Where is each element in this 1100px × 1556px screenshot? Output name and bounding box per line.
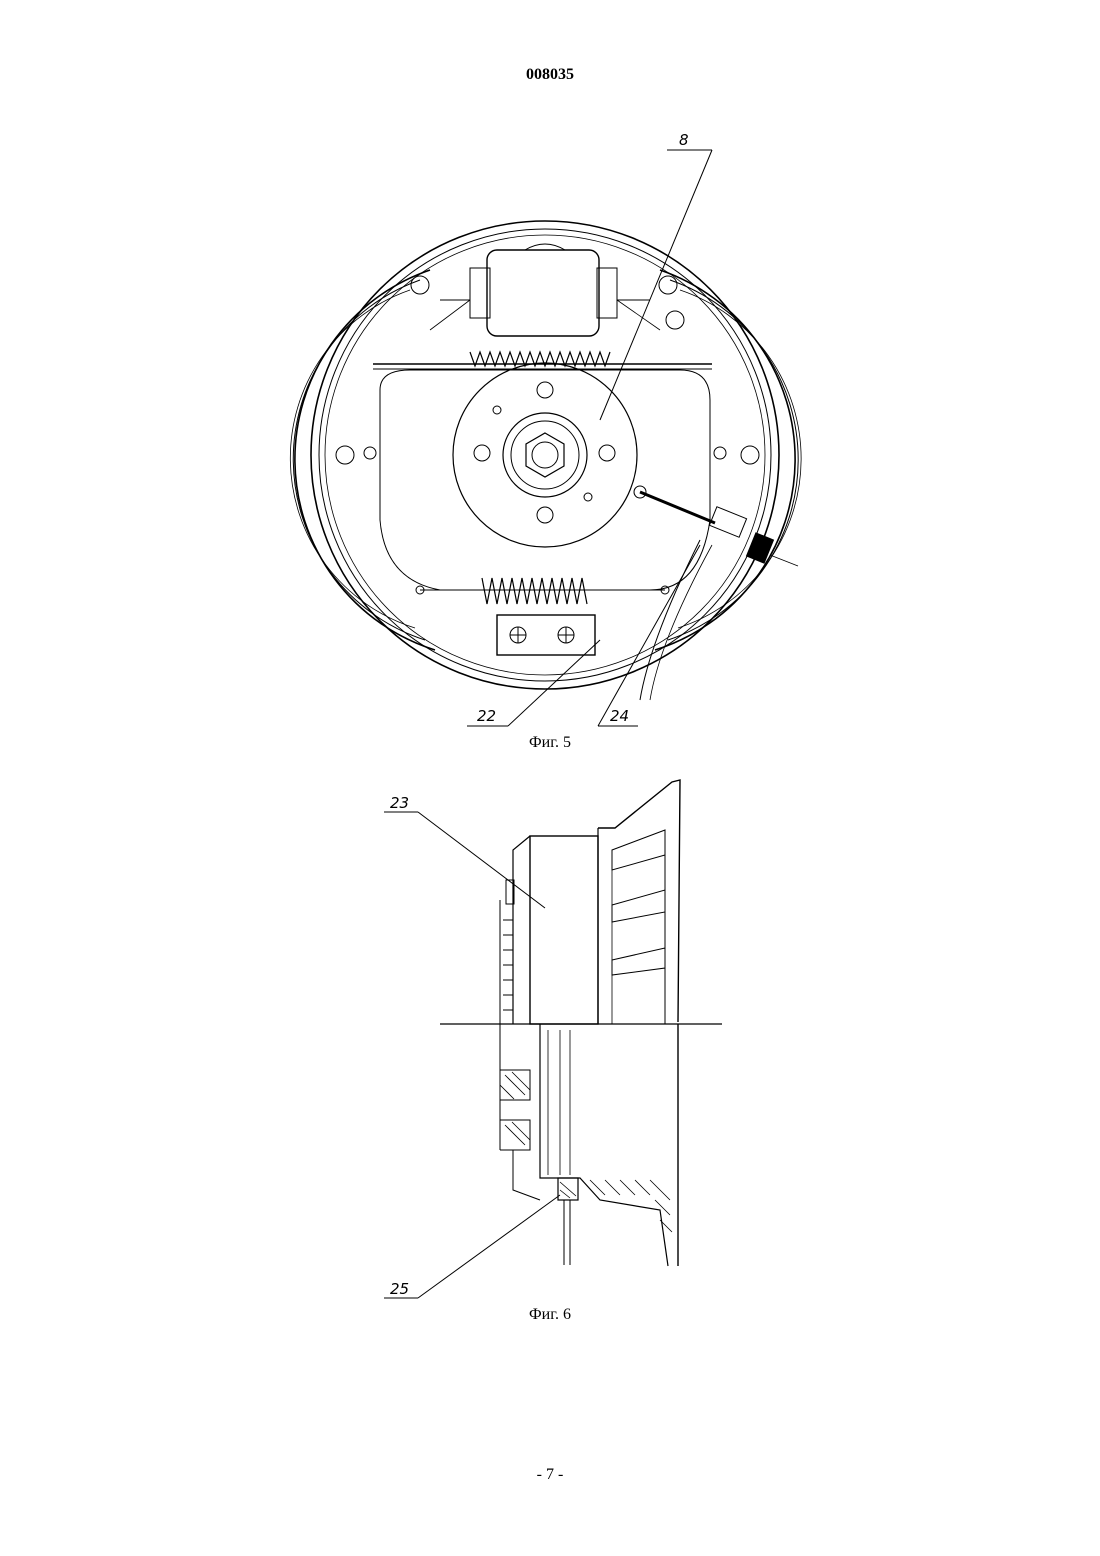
page-number: - 7 -: [0, 1466, 1100, 1484]
label-23: 23: [390, 794, 409, 812]
lower-section: [500, 1024, 678, 1266]
cooling-fins: [598, 780, 680, 1024]
figure-6-caption: Фиг. 6: [0, 1306, 1100, 1324]
cylinder-body: [500, 836, 598, 1150]
label-25: 25: [390, 1280, 409, 1298]
label-25-callout: 25: [384, 1195, 560, 1298]
label-23-callout: 23: [384, 794, 545, 908]
